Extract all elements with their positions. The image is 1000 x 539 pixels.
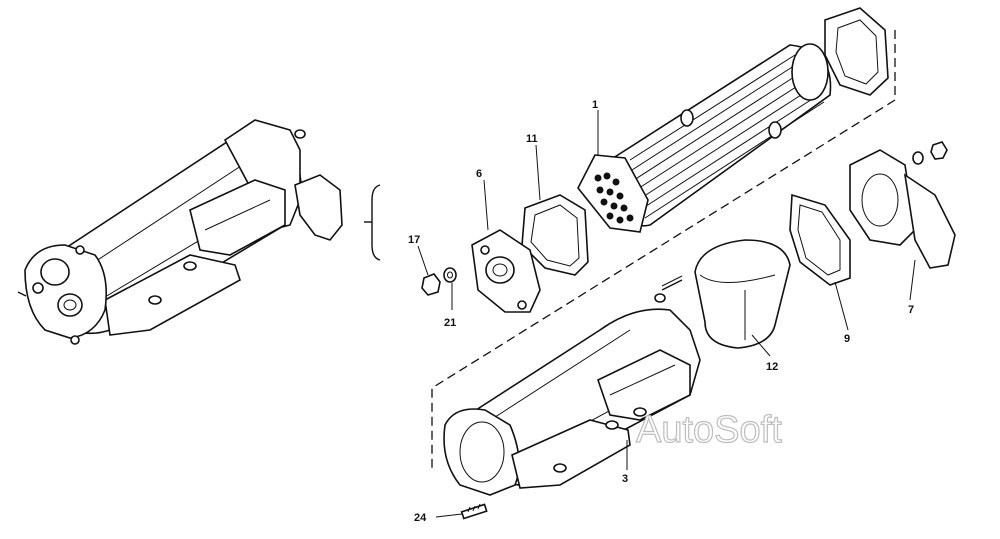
label-part-7: 7: [908, 304, 914, 316]
part-24-stud: [460, 503, 488, 520]
label-part-1: 1: [592, 99, 598, 111]
tube-bundle-fins: [629, 54, 825, 219]
label-part-9: 9: [844, 333, 850, 345]
rear-nut: [912, 141, 948, 165]
part-7-rear-cover: [849, 149, 956, 269]
assembly-boundary: [431, 30, 896, 472]
label-part-11: 11: [526, 133, 538, 145]
part-9-gasket: [789, 193, 851, 286]
part-1-tube-bundle: [577, 43, 832, 233]
part-3-housing: [443, 293, 701, 496]
label-part-12: 12: [766, 361, 778, 373]
label-part-3: 3: [622, 473, 628, 485]
callout-labels: 1 11 6 17 21 7 9 12 3 24: [408, 99, 914, 524]
label-part-21: 21: [444, 317, 456, 329]
assembled-oil-cooler: [17, 119, 381, 345]
part-6-front-cover: [471, 229, 541, 313]
label-part-17: 17: [408, 234, 420, 246]
part-17-nut: [421, 273, 441, 296]
label-part-6: 6: [476, 168, 482, 180]
part-12-baffle: [694, 239, 791, 349]
tube-holes: [594, 172, 634, 224]
leader-lines: [417, 110, 916, 518]
top-stud: [661, 279, 683, 291]
label-part-24: 24: [414, 512, 427, 524]
part-21-washer: [443, 267, 457, 283]
rear-gasket: [824, 7, 889, 96]
watermark: AutoSoft: [636, 409, 782, 451]
